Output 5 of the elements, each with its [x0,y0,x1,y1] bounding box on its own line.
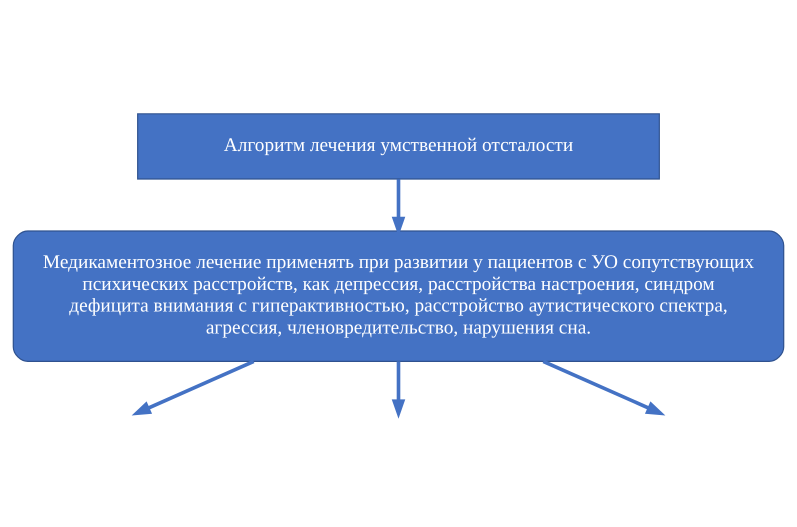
arrow [392,360,406,418]
node-box: Алгоритм лечения умственной отсталости [137,112,660,180]
arrow [132,359,254,415]
node-box: Медикаментозное лечение применять при развитии у пациентов с УО сопутствующих психических расстройств, как депрессия, расстройства настроения, синдром дефицита внимания с гиперактивностью, расстройство аутистического спектра, агрессия, членовредительство, нарушения сна. [12,230,784,362]
arrow [542,359,666,415]
